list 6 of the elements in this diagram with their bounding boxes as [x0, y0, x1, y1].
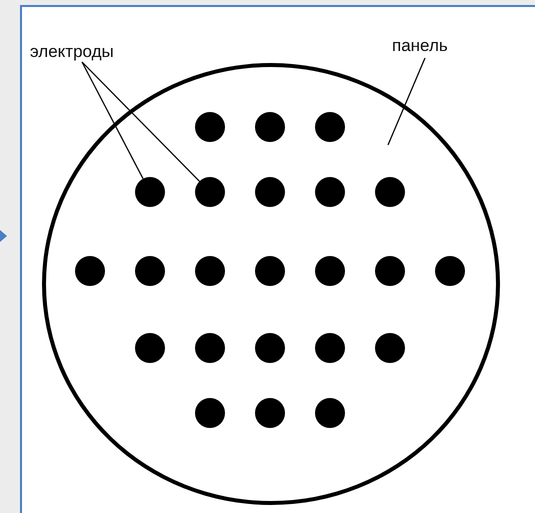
leader-line	[81, 62, 144, 179]
part-label: электроды	[30, 42, 114, 62]
leader-line	[387, 58, 426, 146]
panel-circle	[42, 63, 500, 505]
part-label: панель	[392, 36, 448, 56]
leader-line	[82, 62, 200, 182]
